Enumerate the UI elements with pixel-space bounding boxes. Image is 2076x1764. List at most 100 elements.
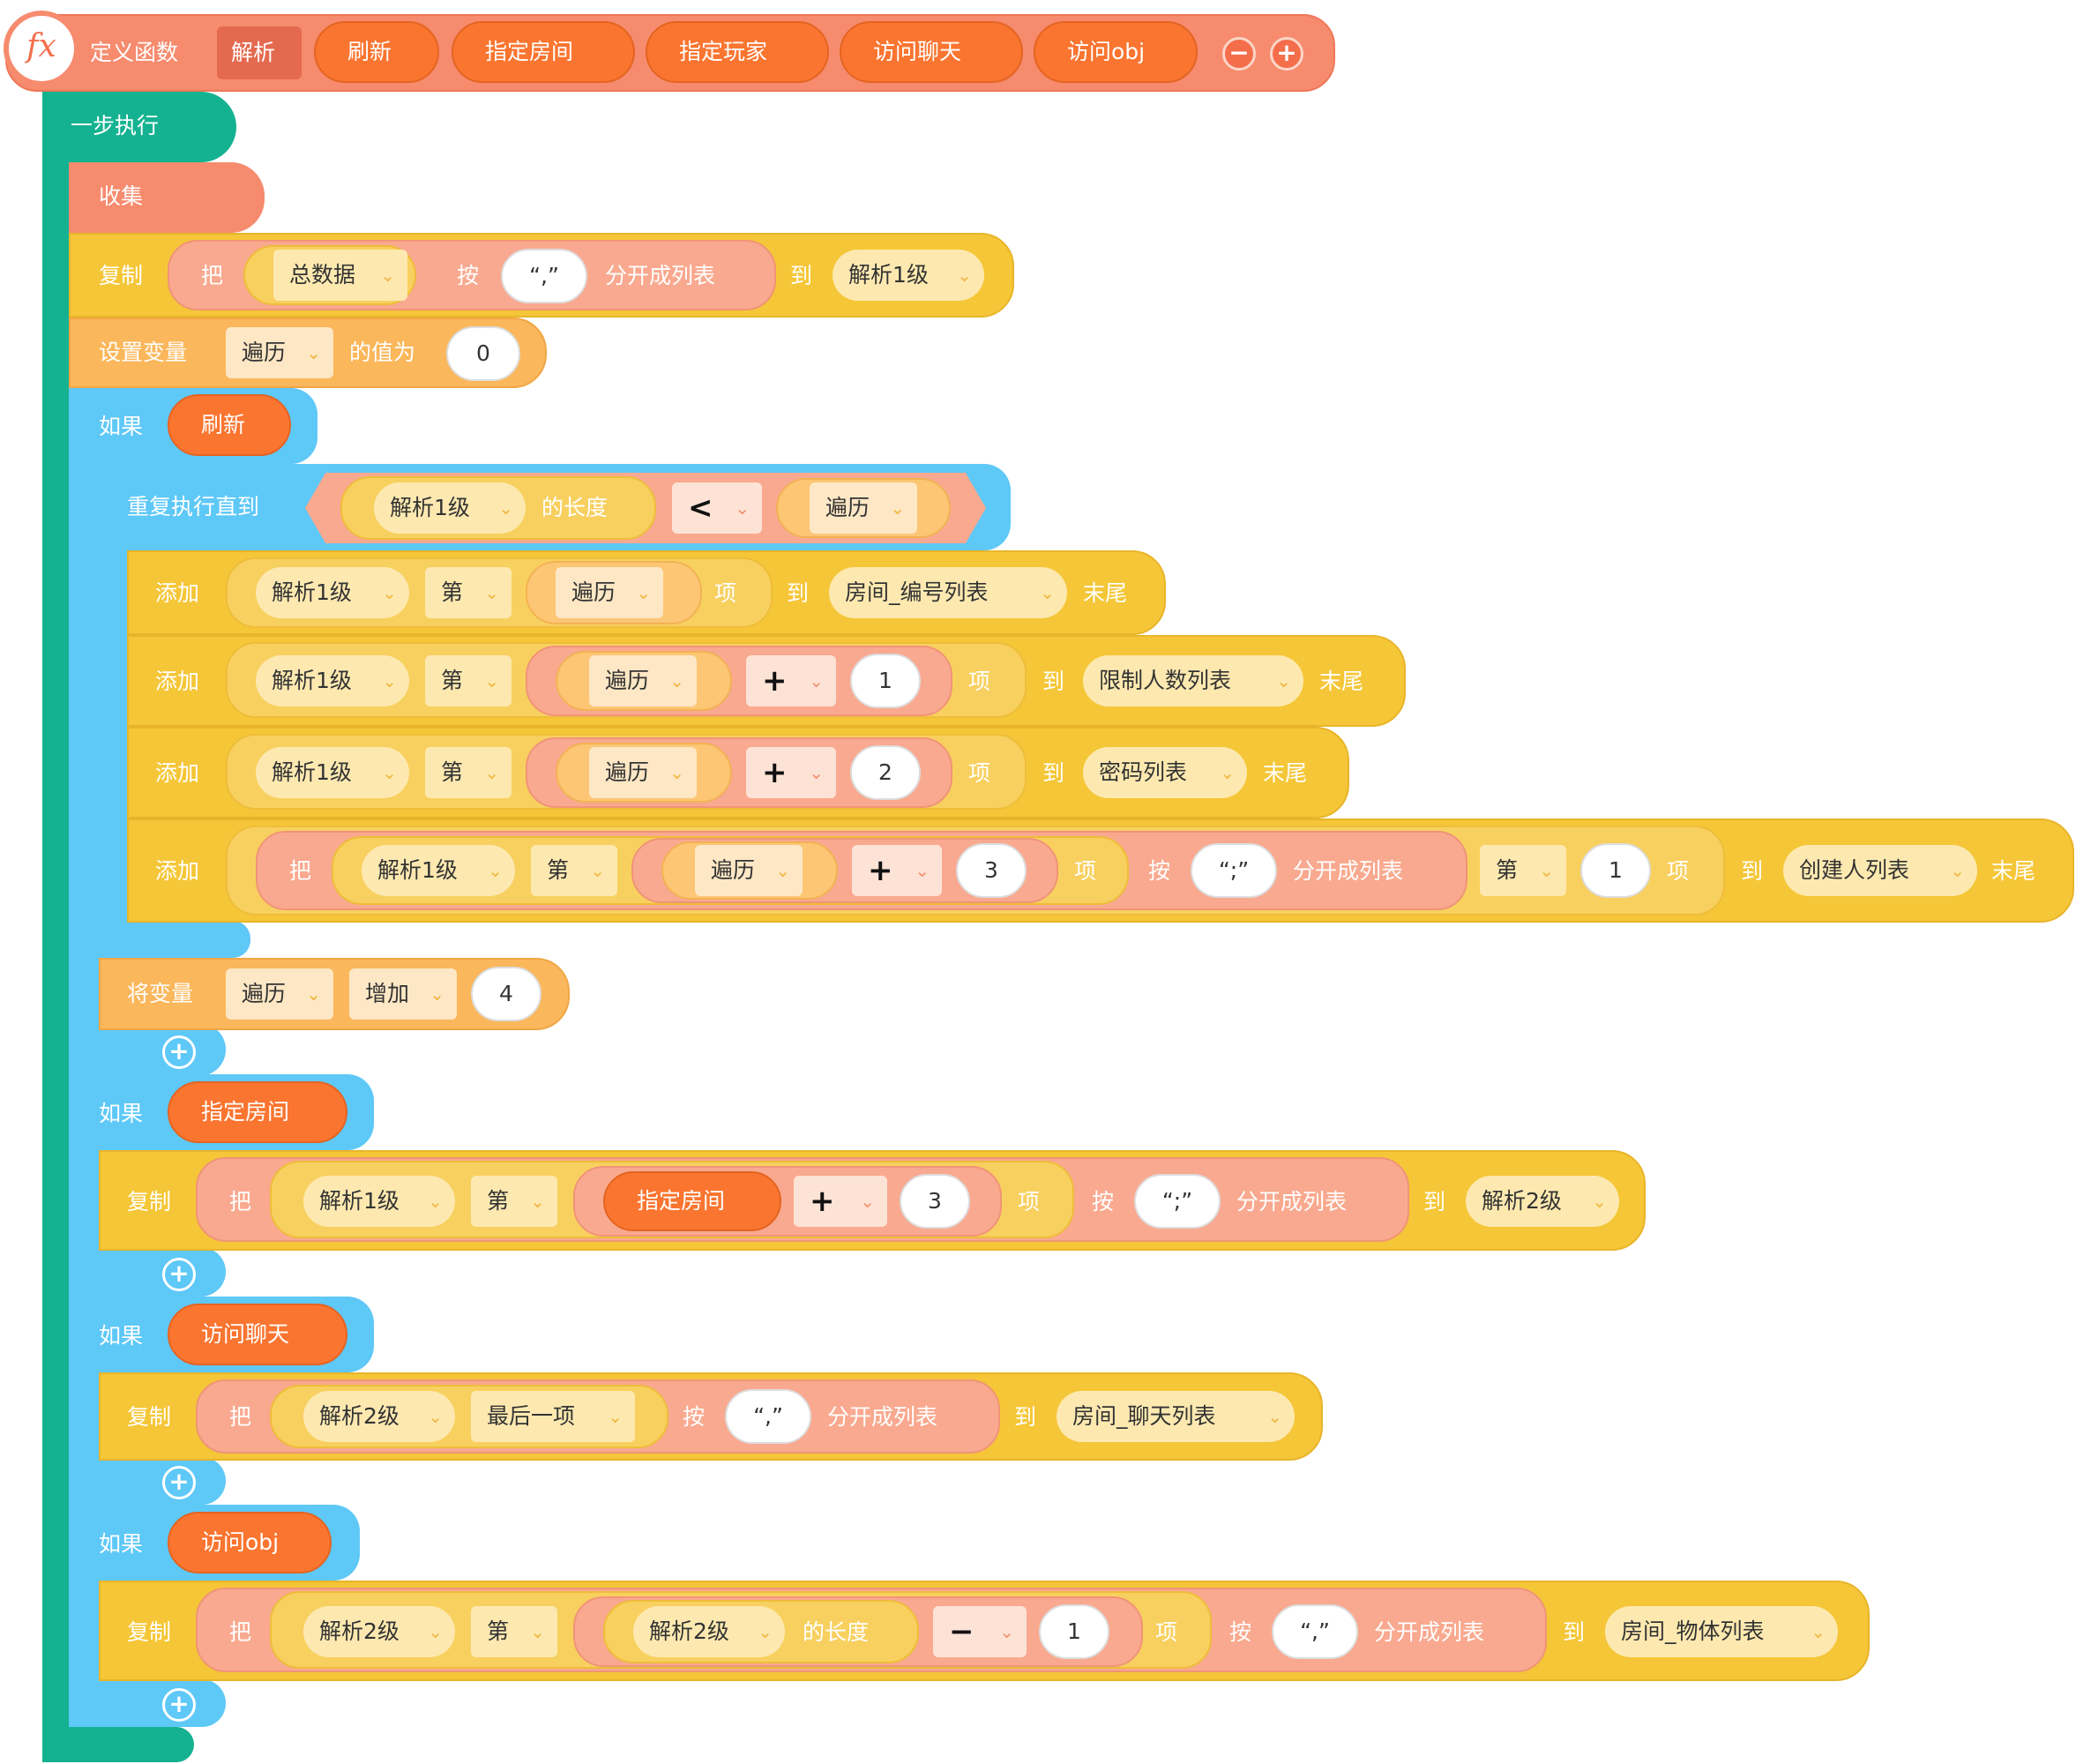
by-label: 按 <box>683 1404 706 1430</box>
nth-dropdown[interactable]: 第⌄ <box>471 1176 557 1227</box>
add-label: 添加 <box>155 858 200 884</box>
add-statement-button[interactable]: + <box>162 1258 196 1291</box>
nth-dropdown[interactable]: 第⌄ <box>425 655 512 706</box>
math-op-dropdown[interactable]: −⌄ <box>933 1606 1027 1657</box>
list-dropdown[interactable]: 解析1级⌄ <box>303 1176 455 1227</box>
target-dropdown[interactable]: 限制人数列表⌄ <box>1083 655 1303 706</box>
number-input[interactable]: 1 <box>850 654 921 708</box>
math-op-dropdown[interactable]: +⌄ <box>852 845 942 896</box>
variable-dropdown[interactable]: 遍历⌄ <box>226 327 333 378</box>
item-label: 项 <box>1155 1619 1178 1645</box>
target-dropdown[interactable]: 创建人列表⌄ <box>1783 845 1977 896</box>
mode-dropdown[interactable]: 增加⌄ <box>349 968 457 1020</box>
index-dropdown[interactable]: 遍历⌄ <box>589 655 697 706</box>
split-label: 分开成列表 <box>605 263 716 288</box>
which-item-dropdown[interactable]: 最后一项⌄ <box>471 1391 635 1442</box>
param-room[interactable]: 指定房间 <box>452 21 635 83</box>
math-op-dropdown[interactable]: +⌄ <box>746 747 836 798</box>
step-block-spine <box>42 92 69 1762</box>
to-label: 到 <box>1741 858 1764 884</box>
add-statement-button[interactable]: + <box>162 1466 196 1499</box>
target-dropdown[interactable]: 解析2级⌄ <box>1466 1176 1619 1227</box>
condition-chat[interactable]: 访问聊天 <box>168 1304 347 1365</box>
change-variable-label: 将变量 <box>127 981 194 1006</box>
index-dropdown[interactable]: 遍历⌄ <box>695 845 803 896</box>
ba-label: 把 <box>289 858 312 884</box>
list-dropdown[interactable]: 解析1级⌄ <box>256 567 409 618</box>
number-input[interactable]: 2 <box>850 745 921 800</box>
nth-dropdown[interactable]: 第⌄ <box>471 1606 557 1657</box>
target-dropdown[interactable]: 房间_编号列表⌄ <box>829 567 1067 618</box>
value-of-label: 的值为 <box>349 340 416 365</box>
length-list-dropdown[interactable]: 解析1级⌄ <box>374 482 526 534</box>
add-param-button[interactable]: + <box>1270 37 1303 71</box>
number-input[interactable]: 3 <box>900 1174 970 1229</box>
target-dropdown[interactable]: 房间_物体列表⌄ <box>1605 1606 1838 1657</box>
ba-label: 把 <box>229 1404 252 1430</box>
param-chat[interactable]: 访问聊天 <box>840 21 1023 83</box>
nth-dropdown[interactable]: 第⌄ <box>531 845 617 896</box>
split-label: 分开成列表 <box>827 1404 938 1430</box>
set-variable-label: 设置变量 <box>99 340 188 365</box>
list-dropdown[interactable]: 解析2级⌄ <box>303 1391 455 1442</box>
list-dropdown[interactable]: 解析1级⌄ <box>362 845 515 896</box>
condition-room[interactable]: 指定房间 <box>168 1081 347 1143</box>
condition-refresh[interactable]: 刷新 <box>168 394 291 456</box>
number2-input[interactable]: 1 <box>1580 843 1651 898</box>
to-label: 到 <box>1563 1619 1586 1645</box>
target-dropdown[interactable]: 解析1级⌄ <box>833 250 984 301</box>
increment-input[interactable]: 4 <box>471 967 541 1021</box>
if-refresh-spine <box>69 388 99 1076</box>
math-op-dropdown[interactable]: +⌄ <box>746 655 836 706</box>
compare-op-dropdown[interactable]: <⌄ <box>672 482 762 534</box>
list-dropdown[interactable]: 解析1级⌄ <box>256 747 409 798</box>
ba-label: 把 <box>229 1189 252 1215</box>
nth-dropdown[interactable]: 第⌄ <box>425 567 512 618</box>
remove-param-button[interactable]: − <box>1222 37 1256 71</box>
length-label: 的长度 <box>541 495 609 520</box>
room-param-pill[interactable]: 指定房间 <box>603 1171 781 1231</box>
ba-label: 把 <box>201 263 224 288</box>
param-player[interactable]: 指定玩家 <box>646 21 829 83</box>
condition-obj[interactable]: 访问obj <box>168 1512 332 1573</box>
fx-icon: fx <box>4 11 79 86</box>
add-statement-button[interactable]: + <box>162 1035 196 1069</box>
number-input[interactable]: 1 <box>1039 1604 1109 1659</box>
collect-block[interactable] <box>69 162 265 233</box>
separator-input[interactable]: “,” <box>501 249 587 303</box>
to-label: 到 <box>1042 669 1065 694</box>
repeat-label: 重复执行直到 <box>127 494 260 519</box>
param-refresh[interactable]: 刷新 <box>314 21 439 83</box>
source-dropdown[interactable]: 总数据⌄ <box>273 250 407 301</box>
index-dropdown[interactable]: 遍历⌄ <box>589 747 697 798</box>
length-list-dropdown[interactable]: 解析2级⌄ <box>633 1606 785 1657</box>
list-dropdown[interactable]: 解析1级⌄ <box>256 655 409 706</box>
target-dropdown[interactable]: 房间_聊天列表⌄ <box>1057 1391 1295 1442</box>
param-parse[interactable] <box>217 26 302 79</box>
item-label: 项 <box>968 669 991 694</box>
index-dropdown[interactable]: 遍历⌄ <box>556 567 663 618</box>
target-dropdown[interactable]: 密码列表⌄ <box>1083 747 1247 798</box>
by-label: 按 <box>1229 1619 1252 1645</box>
separator-input[interactable]: “;” <box>1191 843 1277 898</box>
step-block[interactable] <box>42 92 236 162</box>
separator-input[interactable]: “,” <box>1272 1604 1358 1659</box>
add-label: 添加 <box>155 580 200 606</box>
value-input[interactable]: 0 <box>446 326 520 381</box>
add-statement-button[interactable]: + <box>162 1688 196 1722</box>
nth-dropdown[interactable]: 第⌄ <box>425 747 512 798</box>
variable-dropdown[interactable]: 遍历⌄ <box>226 968 333 1020</box>
number-input[interactable]: 3 <box>956 843 1027 898</box>
if-label: 如果 <box>99 1101 144 1126</box>
list-dropdown[interactable]: 解析2级⌄ <box>303 1606 455 1657</box>
compare-var-dropdown[interactable]: 遍历⌄ <box>810 482 917 534</box>
math-op-dropdown[interactable]: +⌄ <box>794 1176 887 1227</box>
nth2-dropdown[interactable]: 第⌄ <box>1480 845 1566 896</box>
by-label: 按 <box>1092 1189 1115 1215</box>
param-obj[interactable]: 访问obj <box>1034 21 1198 83</box>
length-label: 的长度 <box>803 1619 870 1645</box>
collect-label: 收集 <box>99 183 144 209</box>
step-block-bottom <box>42 1727 194 1762</box>
separator-input[interactable]: “;” <box>1134 1174 1221 1229</box>
separator-input[interactable]: “,” <box>725 1389 811 1444</box>
